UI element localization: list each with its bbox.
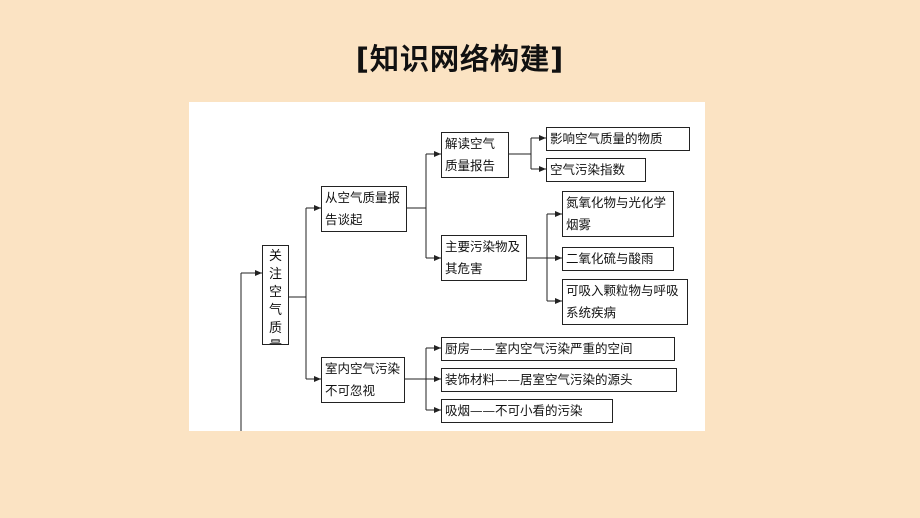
leaf-particulates: 可吸入颗粒物与呼吸系统疾病 bbox=[562, 279, 688, 325]
leaf-kitchen: 厨房——室内空气污染严重的空间 bbox=[441, 337, 675, 361]
page-title: [知识网络构建] bbox=[355, 42, 565, 76]
leaf-affecting-substances: 影响空气质量的物质 bbox=[546, 127, 690, 151]
leaf-nitrogen-oxides: 氮氧化物与光化学烟雾 bbox=[562, 191, 674, 237]
node-indoor-pollution: 室内空气污染不可忽视 bbox=[321, 357, 405, 403]
leaf-sulfur-dioxide: 二氧化硫与酸雨 bbox=[562, 247, 674, 271]
node-main-pollutants: 主要污染物及其危害 bbox=[441, 235, 527, 281]
leaf-decoration-materials: 装饰材料——居室空气污染的源头 bbox=[441, 368, 677, 392]
leaf-pollution-index: 空气污染指数 bbox=[546, 158, 646, 182]
node-air-quality-report-intro: 从空气质量报告谈起 bbox=[321, 186, 407, 232]
root-node: 关注空气质量 bbox=[262, 245, 289, 345]
connector-lines bbox=[240, 135, 562, 431]
node-interpret-report: 解读空气质量报告 bbox=[441, 132, 509, 178]
concept-map-panel: 关注空气质量 从空气质量报告谈起 室内空气污染不可忽视 解读空气质量报告 主要污… bbox=[189, 102, 705, 431]
leaf-smoking: 吸烟——不可小看的污染 bbox=[441, 399, 613, 423]
